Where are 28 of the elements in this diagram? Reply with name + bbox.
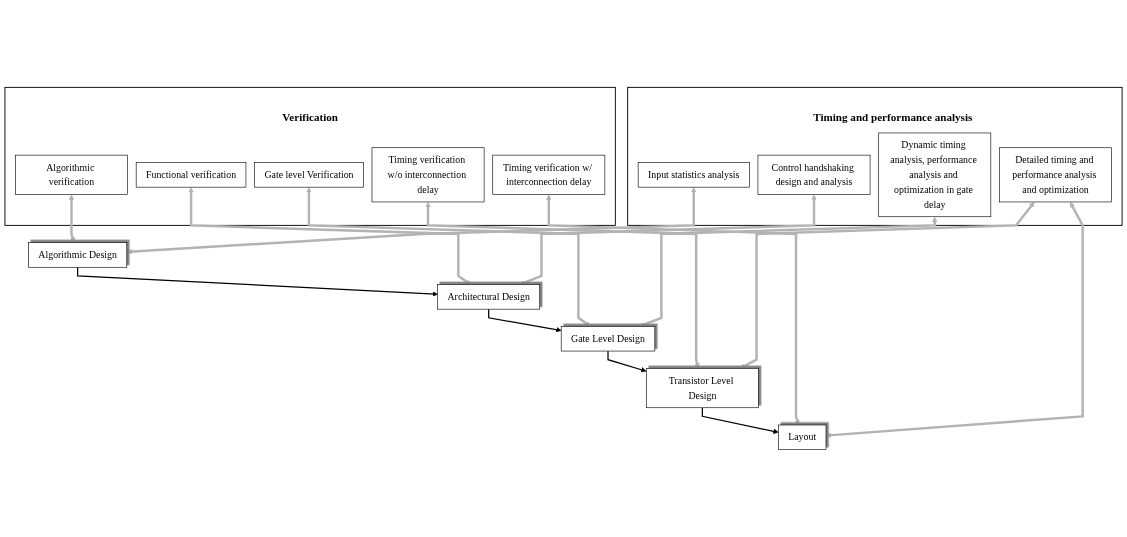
node-box: Control handshaking design and analysis [757,154,871,195]
node-box: Timing verification w/ interconnection delay [492,154,606,195]
arrow [825,201,1084,438]
node-box: Gate Level Design [560,326,656,352]
arrow [546,194,800,426]
node-box: Functional verification [135,162,247,188]
node-box: Gate level Verification [254,162,364,188]
arrow [519,194,817,286]
node-box: Timing verification w/o interconnection delay [371,147,485,203]
arrow [739,201,1035,369]
node-box: Dynamic timing analysis, performance analysis and optimization in gate delay [878,132,992,218]
node-box: Algorithmic verification [15,154,128,195]
arrow [126,187,697,255]
arrow [68,194,76,243]
arrow [77,266,438,297]
node-box: Transistor Level Design [645,368,759,409]
arrow [306,187,591,327]
node-box: Layout [778,424,827,450]
node-box: Input statistics analysis [637,162,750,188]
arrow [425,201,700,369]
arrow [607,350,647,373]
arrow [639,216,938,328]
arrow [488,308,562,333]
node-box: Algorithmic Design [28,242,128,268]
node-box: Architectural Design [437,284,541,310]
node-box: Detailed timing and performance analysis and optimization [999,147,1112,203]
arrow [701,407,779,434]
arrow [188,187,472,285]
